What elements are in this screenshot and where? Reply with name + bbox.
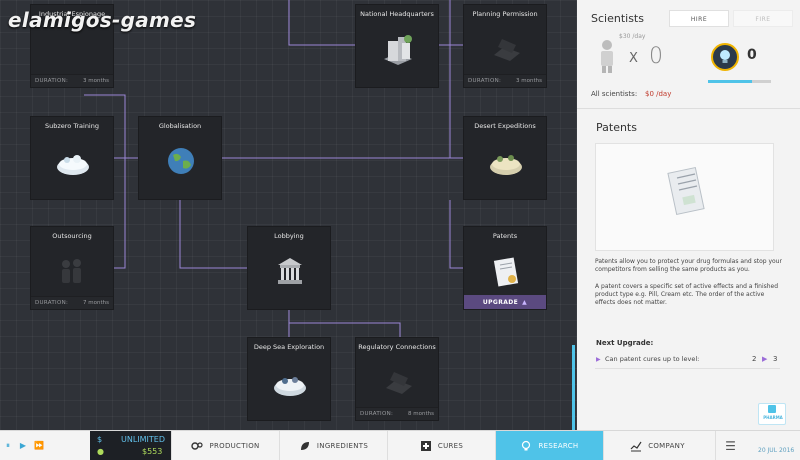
medical-cross-icon: [420, 441, 431, 451]
node-national-headquarters[interactable]: National Headquarters: [355, 4, 439, 88]
lightbulb-icon: [711, 43, 739, 71]
hire-button[interactable]: HIRE: [669, 10, 729, 27]
node-title: Globalisation: [158, 122, 202, 130]
node-title: Industrial Espionage: [38, 10, 106, 18]
node-title: Outsourcing: [52, 232, 92, 240]
scientist-icon: [601, 40, 613, 73]
documents-icon: [494, 39, 520, 61]
patent-description-1: Patents allow you to protect your drug f…: [595, 258, 782, 273]
game-logo: PHARMA: [758, 403, 786, 425]
triangle-right-icon: ▶: [596, 356, 601, 363]
node-title: Planning Permission: [472, 10, 538, 18]
tab-ingredients[interactable]: INGREDIENTS: [279, 431, 387, 460]
node-globalisation[interactable]: Globalisation: [138, 116, 222, 200]
fast-forward-button[interactable]: ⏩: [34, 441, 44, 450]
dice-icon: [768, 405, 776, 413]
all-scientists-label: All scientists:: [591, 90, 638, 98]
leaf-icon: [300, 442, 309, 450]
balance-row: ● $553: [97, 447, 162, 456]
tab-company[interactable]: COMPANY: [603, 431, 711, 460]
divider: [577, 108, 800, 109]
triangle-up-icon: ▲: [522, 298, 528, 306]
node-industrial-espionage[interactable]: Industrial Espionage DURATION: 3 months: [30, 4, 114, 88]
cash-label: UNLIMITED: [121, 435, 166, 444]
node-title: Regulatory Connections: [358, 343, 436, 351]
research-progress-fill: [708, 80, 753, 83]
divider: [595, 368, 780, 369]
node-title: National Headquarters: [360, 10, 434, 18]
tree-scrollbar[interactable]: [572, 345, 575, 430]
menu-button[interactable]: ☰: [715, 431, 745, 460]
cash-row: $ UNLIMITED: [97, 435, 165, 444]
desert-island-icon: [490, 155, 522, 175]
node-regulatory-connections[interactable]: Regulatory Connections DURATION: 8 month…: [355, 337, 439, 421]
side-panel: Scientists HIRE FIRE $30 /day X 0 0 All …: [577, 0, 800, 430]
scientists-title: Scientists: [591, 12, 644, 25]
arrow-right-icon: ▶: [762, 355, 768, 363]
times-sign: X: [629, 51, 638, 66]
certificate-icon: [667, 166, 705, 216]
government-building-icon: [278, 258, 302, 284]
upgrade-row: ▶ Can patent cures up to level: 2 ▶ 3: [595, 354, 778, 366]
node-duration: DURATION: 8 months: [356, 407, 438, 420]
node-duration: DURATION: 3 months: [31, 74, 113, 87]
node-patents[interactable]: Patents UPGRADE ▲: [463, 226, 547, 310]
patent-description-2: A patent covers a specific set of active…: [595, 283, 779, 306]
line-chart-icon: [630, 441, 642, 452]
node-duration: DURATION: 3 months: [464, 74, 546, 87]
watermark: elamigos-games: [8, 8, 197, 32]
node-desert-expeditions[interactable]: Desert Expeditions: [463, 116, 547, 200]
balance-value: $553: [142, 447, 163, 456]
tab-production[interactable]: PRODUCTION: [171, 431, 279, 460]
scientist-count: 0: [649, 44, 663, 69]
research-points: 0: [747, 47, 757, 63]
buildings-icon: [384, 35, 412, 65]
next-upgrade-label: Next Upgrade:: [596, 339, 654, 347]
node-title: Deep Sea Exploration: [253, 343, 325, 351]
node-outsourcing[interactable]: Outsourcing DURATION: 7 months: [30, 226, 114, 310]
upgrade-to-level: 3: [773, 355, 778, 363]
bottom-toolbar: ⏸ ▶ ⏩ $ UNLIMITED ● $553 PRODUCTION INGR…: [0, 430, 800, 460]
game-date: 20 JUL 2016: [758, 447, 795, 454]
gears-icon: [191, 442, 204, 450]
documents-icon: [386, 372, 412, 394]
money-panel: $ UNLIMITED ● $553: [90, 431, 171, 460]
node-deep-sea-exploration[interactable]: Deep Sea Exploration: [247, 337, 331, 421]
node-title: Patents: [492, 232, 518, 240]
patent-image-box: [595, 143, 774, 251]
tab-cures[interactable]: CURES: [387, 431, 495, 460]
research-progress-bar: [708, 80, 771, 83]
patents-title: Patents: [596, 121, 637, 134]
dollar-icon: $: [97, 435, 103, 444]
node-title: Desert Expeditions: [474, 122, 536, 130]
people-icon: [62, 259, 81, 283]
upgrade-from-level: 2: [752, 355, 757, 363]
node-planning-permission[interactable]: Planning Permission DURATION: 3 months: [463, 4, 547, 88]
node-title: Subzero Training: [44, 122, 99, 130]
lightbulb-icon: [522, 440, 531, 451]
certificate-icon: [493, 257, 519, 287]
node-title: Lobbying: [274, 232, 304, 240]
pause-button[interactable]: ⏸: [6, 441, 10, 450]
globe-icon: [168, 148, 194, 174]
all-scientists-value: $0 /day: [645, 90, 672, 98]
tab-research[interactable]: RESEARCH: [495, 431, 603, 460]
research-tree: Industrial Espionage DURATION: 3 months …: [0, 0, 577, 430]
fire-button[interactable]: FIRE: [733, 10, 793, 27]
scientist-cost: $30 /day: [619, 33, 646, 40]
node-duration: DURATION: 7 months: [31, 296, 113, 309]
research-tree-links: [84, 0, 463, 337]
upgrade-text: Can patent cures up to level:: [605, 355, 700, 363]
upgrade-button[interactable]: UPGRADE ▲: [464, 295, 546, 309]
play-button[interactable]: ▶: [19, 441, 27, 450]
ice-island-icon: [57, 155, 89, 175]
node-lobbying[interactable]: Lobbying: [247, 226, 331, 310]
node-subzero-training[interactable]: Subzero Training: [30, 116, 114, 200]
sea-island-icon: [274, 377, 306, 396]
coin-icon: ●: [97, 447, 104, 456]
